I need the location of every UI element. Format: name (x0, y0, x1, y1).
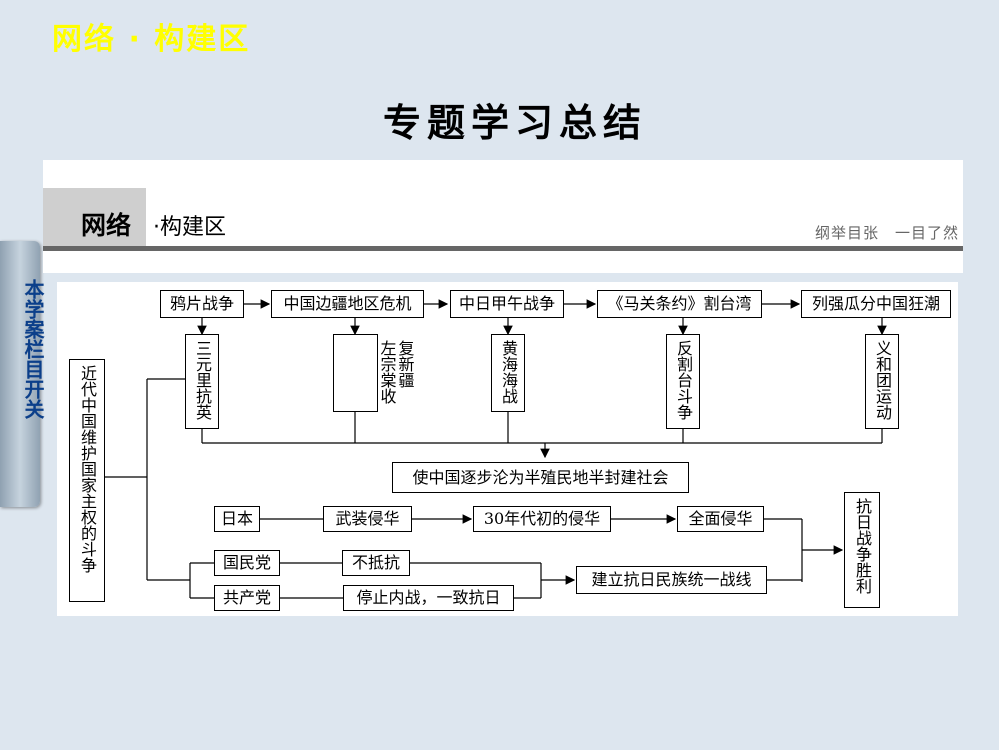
node-boxer-movement-label: 义和团运动 (873, 340, 892, 420)
node-sino-japanese-war: 中日甲午战争 (450, 290, 564, 318)
node-opium-war: 鸦片战争 (160, 290, 244, 318)
node-boxer-movement: 义和团运动 (865, 334, 899, 429)
banner-bold-label: 网络 (81, 211, 132, 240)
node-semi-colonial-result: 使中国逐步沦为半殖民地半封建社会 (392, 462, 689, 493)
node-ccp: 共产党 (214, 585, 280, 611)
section-banner: 网络 ·构建区 纲举目张 一目了然 (43, 160, 963, 273)
node-opium-war-label: 鸦片战争 (169, 294, 234, 313)
node-non-resistance: 不抵抗 (342, 550, 410, 576)
node-anti-cession-label: 反割台斗争 (674, 340, 693, 420)
node-1930s-invasion: 30年代初的侵华 (473, 506, 611, 532)
node-xinjiang: 复新疆 左宗棠收 (333, 334, 415, 412)
node-non-resistance-label: 不抵抗 (351, 553, 400, 572)
node-united-front-label: 建立抗日民族统一战线 (591, 570, 752, 589)
node-xinjiang-label-left: 左宗棠收 (377, 340, 397, 404)
node-scramble-for-china: 列强瓜分中国狂潮 (801, 290, 951, 318)
node-stop-civil-war-label: 停止内战，一致抗日 (356, 588, 501, 607)
node-anti-cession: 反割台斗争 (666, 334, 700, 429)
section-toggle-label: 本学案栏目开关 (21, 279, 45, 419)
node-war-victory: 抗日战争胜利 (844, 492, 880, 608)
root-node-label: 近代中国维护国家主权的斗争 (78, 365, 97, 573)
node-treaty-shimonoseki: 《马关条约》割台湾 (597, 290, 762, 318)
node-japan: 日本 (214, 506, 260, 532)
node-yellow-sea-battle-label: 黄海海战 (499, 340, 518, 404)
node-armed-invasion: 武装侵华 (323, 506, 412, 532)
node-sanyuanli-label: 三元里抗英 (193, 340, 212, 420)
banner-slogan: 纲举目张 一目了然 (814, 224, 959, 242)
concept-map: 近代中国维护国家主权的斗争 鸦片战争 中国边疆地区危机 中日甲午战争 《马关条约… (57, 282, 958, 616)
node-full-invasion-label: 全面侵华 (688, 509, 753, 528)
node-scramble-for-china-label: 列强瓜分中国狂潮 (811, 294, 940, 313)
node-yellow-sea-battle: 黄海海战 (491, 334, 525, 412)
page-title: 专题学习总结 (382, 100, 647, 145)
node-ccp-label: 共产党 (222, 588, 271, 607)
node-xinjiang-label-right: 复新疆 (395, 340, 415, 388)
node-1930s-invasion-label: 30年代初的侵华 (483, 509, 601, 528)
section-toggle-tab[interactable]: 本学案栏目开关 (0, 241, 45, 507)
banner-grey-block (43, 188, 146, 246)
node-frontier-crisis-label: 中国边疆地区危机 (283, 294, 412, 313)
node-sanyuanli: 三元里抗英 (185, 334, 219, 429)
node-semi-colonial-result-label: 使中国逐步沦为半殖民地半封建社会 (412, 467, 669, 487)
node-treaty-shimonoseki-label: 《马关条约》割台湾 (607, 294, 752, 313)
node-kmt-label: 国民党 (222, 553, 271, 572)
banner-divider (43, 246, 963, 251)
node-japan-label: 日本 (220, 509, 253, 528)
node-united-front: 建立抗日民族统一战线 (576, 566, 767, 594)
node-armed-invasion-label: 武装侵华 (335, 509, 400, 528)
node-war-victory-label: 抗日战争胜利 (853, 498, 872, 594)
connector-lines (105, 299, 887, 599)
node-frontier-crisis: 中国边疆地区危机 (271, 290, 424, 318)
node-stop-civil-war: 停止内战，一致抗日 (343, 585, 514, 611)
node-full-invasion: 全面侵华 (677, 506, 764, 532)
corner-title: 网络 · 构建区 (52, 22, 251, 57)
root-node: 近代中国维护国家主权的斗争 (69, 359, 105, 602)
node-kmt: 国民党 (214, 550, 280, 576)
node-sino-japanese-war-label: 中日甲午战争 (458, 294, 555, 313)
banner-label: ·构建区 (153, 215, 226, 240)
